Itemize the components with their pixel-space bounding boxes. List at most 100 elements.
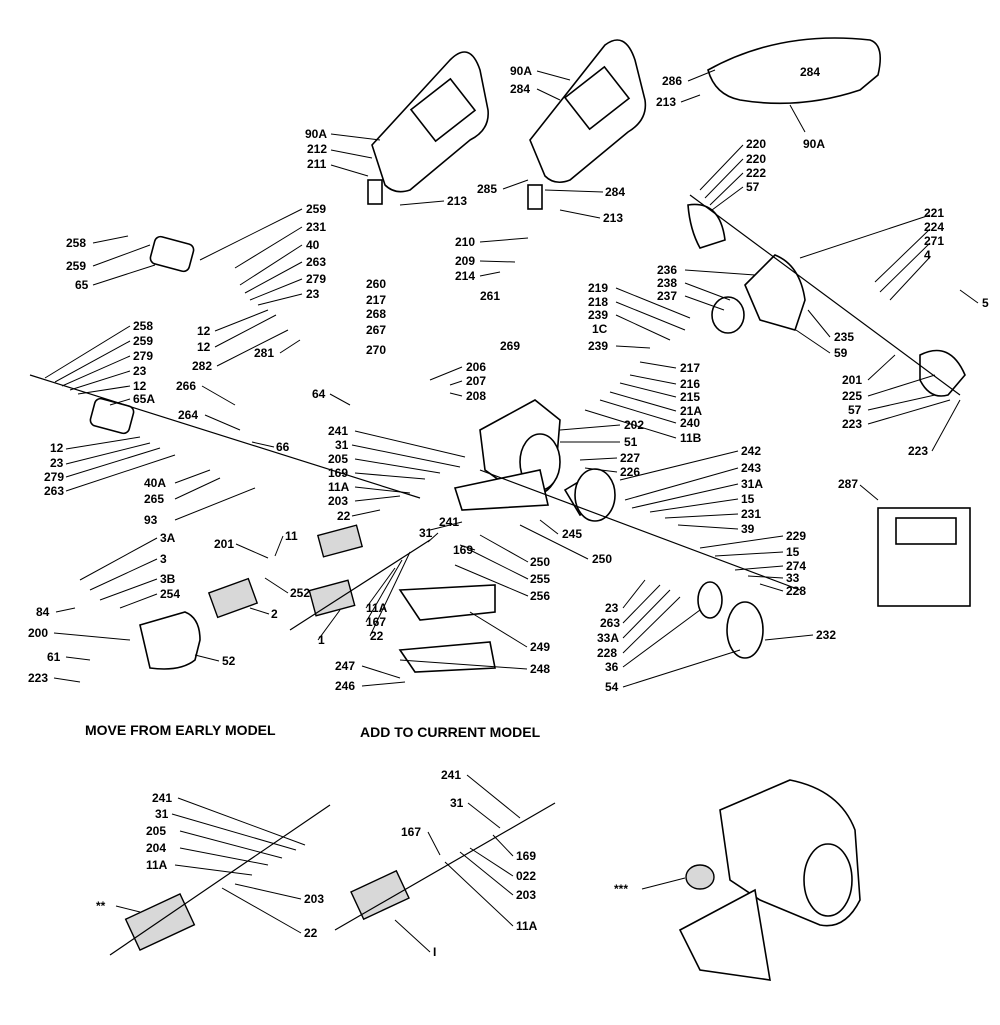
callout: 270 [366, 343, 386, 357]
blade-guard-right [707, 37, 881, 105]
callout: 259 [66, 259, 86, 273]
callout: 238 [657, 276, 677, 290]
lower-housing [139, 611, 201, 670]
callout: 256 [530, 589, 550, 603]
callout: 260 [366, 277, 386, 291]
callout: 285 [477, 182, 497, 196]
callout: 90A [803, 137, 825, 151]
detail-housing [678, 779, 861, 981]
callout: 61 [47, 650, 61, 664]
callout: 31 [335, 438, 349, 452]
callout: 169 [516, 849, 536, 863]
callout: 203 [304, 892, 324, 906]
blade-guard-center [527, 39, 647, 210]
callout: 022 [516, 869, 536, 883]
axis-shaft [289, 539, 431, 631]
callout: 31 [155, 807, 169, 821]
callout: 52 [222, 654, 236, 668]
callout: 84 [36, 605, 50, 619]
callout: 231 [306, 220, 326, 234]
callout: 213 [447, 194, 467, 208]
callout: ** [96, 899, 106, 913]
callout: 15 [741, 492, 755, 506]
callout: 39 [741, 522, 755, 536]
callout: 284 [510, 82, 530, 96]
callout: 219 [588, 281, 608, 295]
callout: 15 [786, 545, 800, 559]
callout: 215 [680, 390, 700, 404]
callout: 223 [28, 671, 48, 685]
callout: 243 [741, 461, 761, 475]
callout: 205 [328, 452, 348, 466]
callout: 57 [746, 180, 760, 194]
callout: 11A [366, 601, 388, 615]
callout: 31 [450, 796, 464, 810]
callout: 3A [160, 531, 176, 545]
callout: 247 [335, 659, 355, 673]
callout: 258 [66, 236, 86, 250]
callout: 205 [146, 824, 166, 838]
callout: 12 [50, 441, 64, 455]
callout: 207 [466, 374, 486, 388]
callout: 252 [290, 586, 310, 600]
callout: 241 [441, 768, 461, 782]
callout: 59 [834, 346, 848, 360]
axis-motor [29, 374, 421, 499]
callout: 11A [328, 480, 350, 494]
callout: 33 [786, 571, 800, 585]
callout: 4 [924, 248, 931, 262]
callout: 222 [746, 166, 766, 180]
callout: 259 [306, 202, 326, 216]
callout: 258 [133, 319, 153, 333]
callout: 279 [306, 272, 326, 286]
callout: 23 [605, 601, 619, 615]
manual-booklet [877, 507, 971, 607]
callout: 209 [455, 254, 475, 268]
callout: 223 [908, 444, 928, 458]
callout: 250 [530, 555, 550, 569]
callout: 90A [510, 64, 532, 78]
callout: 259 [133, 334, 153, 348]
callout: 240 [680, 416, 700, 430]
callout: 281 [254, 346, 274, 360]
callout: 242 [741, 444, 761, 458]
callout: 221 [924, 206, 944, 220]
callout: 2 [271, 607, 278, 621]
gears-and-plates [398, 468, 764, 673]
callout: 265 [144, 492, 164, 506]
callout: 22 [337, 509, 351, 523]
callout: 226 [620, 465, 640, 479]
callout: 11A [146, 858, 168, 872]
callout: 220 [746, 152, 766, 166]
callout: 254 [160, 587, 180, 601]
callout: 23 [50, 456, 64, 470]
callout: 57 [848, 403, 862, 417]
switch-bracket [687, 203, 966, 397]
callout: 268 [366, 307, 386, 321]
callout: 286 [662, 74, 682, 88]
callout: 228 [786, 584, 806, 598]
callout: 249 [530, 640, 550, 654]
callout: 261 [480, 289, 500, 303]
callout: 31 [419, 526, 433, 540]
callout: 228 [597, 646, 617, 660]
callout: 248 [530, 662, 550, 676]
callout: 93 [144, 513, 158, 527]
axis-detail-current [334, 802, 556, 931]
caption-add-to-current-model: ADD TO CURRENT MODEL [360, 724, 541, 740]
callout: 12 [133, 379, 147, 393]
callout: 231 [741, 507, 761, 521]
detail-armatures [124, 869, 410, 952]
callout: 1 [318, 633, 325, 647]
callout: 65A [133, 392, 155, 406]
callout: 54 [605, 680, 619, 694]
callout: 269 [500, 339, 520, 353]
armature-top [207, 524, 364, 619]
callout: 208 [466, 389, 486, 403]
callout: 66 [276, 440, 290, 454]
callout: 11B [680, 431, 702, 445]
callout: 12 [197, 340, 211, 354]
caption-move-from-early-model: MOVE FROM EARLY MODEL [85, 722, 276, 738]
callout: 64 [312, 387, 326, 401]
